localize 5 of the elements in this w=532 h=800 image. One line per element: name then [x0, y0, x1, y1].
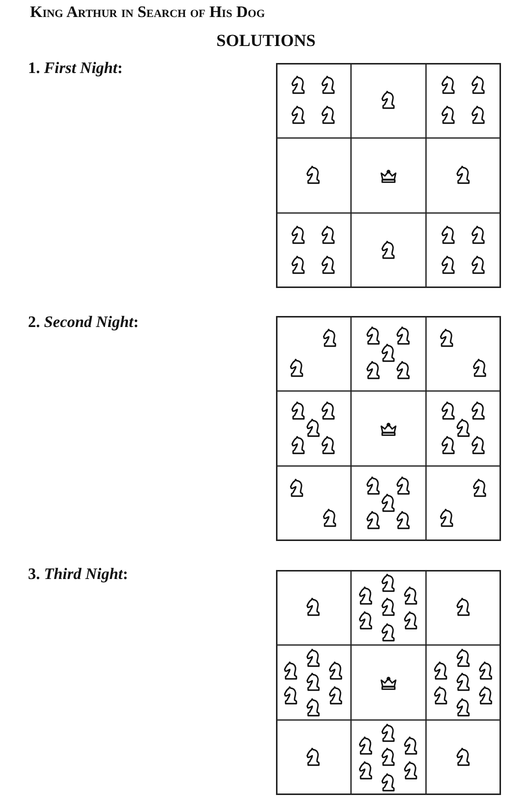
solution-heading: 2. Second Night:: [28, 314, 139, 332]
solution-heading: 1. First Night:: [28, 60, 123, 78]
solution-heading: 3. Third Night:: [28, 566, 128, 584]
page-title: King Arthur in Search of His Dog: [30, 4, 265, 22]
section-heading: SOLUTIONS: [215, 31, 317, 51]
